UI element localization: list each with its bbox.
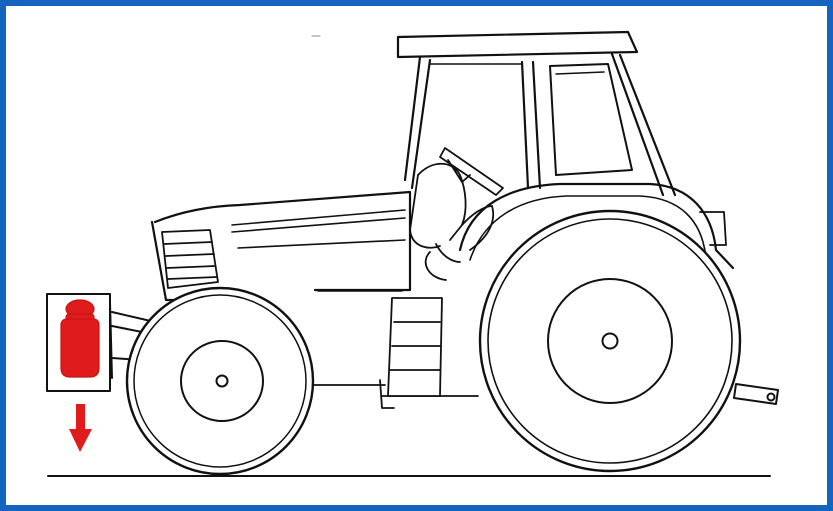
cab-roof (398, 32, 637, 57)
front-grille (162, 230, 218, 288)
front-wheel (127, 288, 313, 474)
cab-steps (380, 298, 442, 408)
cab-frame (405, 54, 675, 195)
tractor-hood (152, 192, 410, 300)
rear-light (700, 212, 726, 245)
arrow-down-icon (69, 404, 92, 452)
rear-wheel (480, 211, 740, 471)
driver-figure (410, 148, 503, 280)
weight-icon (61, 300, 99, 377)
tow-hitch (734, 384, 778, 404)
